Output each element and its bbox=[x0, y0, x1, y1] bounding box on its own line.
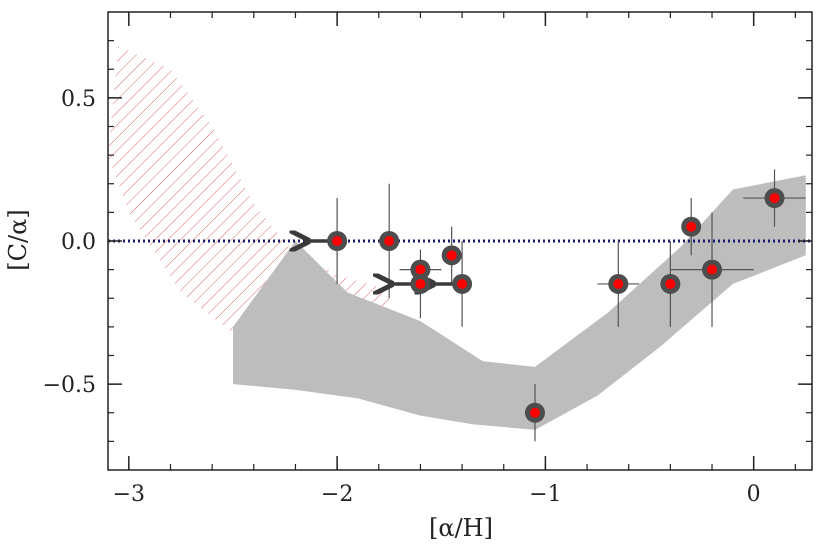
x-tick-label-3: 0 bbox=[747, 482, 761, 507]
grey-band bbox=[233, 175, 806, 430]
x-tick-label-1: −2 bbox=[321, 482, 353, 507]
grey-band-area bbox=[233, 175, 806, 430]
x-tick-label-2: −1 bbox=[529, 482, 561, 507]
point-inner-8 bbox=[665, 278, 676, 289]
data-points bbox=[327, 188, 785, 423]
point-inner-7 bbox=[613, 278, 624, 289]
axes: −3 −2 −1 0 0.5 0.0 −0.5 bbox=[43, 11, 813, 507]
x-tick-label-0: −3 bbox=[113, 482, 145, 507]
point-inner-2 bbox=[415, 264, 426, 275]
point-inner-11 bbox=[769, 193, 780, 204]
point-inner-6 bbox=[529, 407, 540, 418]
y-tick-label-2: −0.5 bbox=[43, 373, 96, 398]
y-tick-label-1: 0.0 bbox=[61, 230, 96, 255]
x-axis-label: [α/H] bbox=[429, 514, 493, 542]
point-inner-0 bbox=[332, 236, 343, 246]
y-axis-label: [C/α] bbox=[4, 209, 32, 270]
point-inner-3 bbox=[415, 278, 426, 289]
y-tick-label-0: 0.5 bbox=[61, 87, 96, 112]
point-inner-5 bbox=[457, 278, 468, 289]
point-inner-1 bbox=[384, 236, 395, 246]
point-inner-4 bbox=[446, 250, 457, 261]
point-inner-9 bbox=[686, 221, 697, 232]
point-inner-10 bbox=[707, 264, 718, 275]
